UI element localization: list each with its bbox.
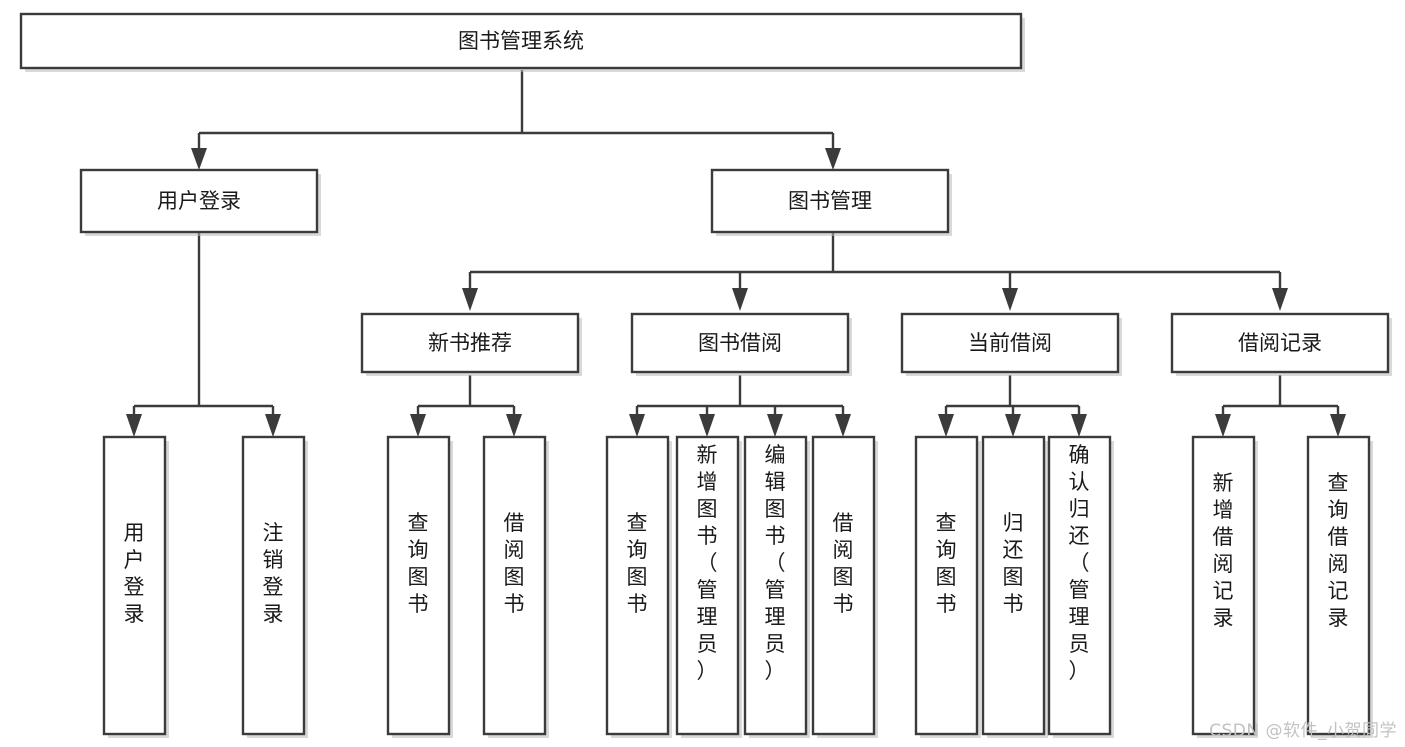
arrowhead-user-login bbox=[191, 148, 207, 170]
node-leaf-confirm-return-rect[interactable] bbox=[1047, 435, 1112, 736]
node-leaf-query-book-3-label: 查询图书 bbox=[936, 511, 957, 616]
node-leaf-logout[interactable]: 注销登录 bbox=[241, 435, 308, 738]
node-book-borrow[interactable]: 图书借阅 bbox=[630, 312, 852, 376]
node-user-login[interactable]: 用户登录 bbox=[79, 168, 321, 236]
node-leaf-user-login-label: 用户登录 bbox=[124, 521, 145, 626]
node-leaf-query-book-3-rect[interactable] bbox=[914, 435, 979, 736]
node-leaf-add-book-rect[interactable] bbox=[675, 435, 740, 736]
node-root-rect[interactable] bbox=[19, 12, 1023, 70]
node-leaf-borrow-book-2-label: 借阅图书 bbox=[833, 511, 854, 616]
node-leaf-borrow-book-2-rect[interactable] bbox=[811, 435, 876, 736]
node-leaf-return-book-label: 归还图书 bbox=[1003, 511, 1024, 616]
node-borrow-record-rect[interactable] bbox=[1170, 312, 1390, 374]
node-book-borrow-rect[interactable] bbox=[630, 312, 850, 374]
arrowhead-borrow-record bbox=[1272, 288, 1288, 311]
node-borrow-record-label: 借阅记录 bbox=[1238, 331, 1322, 355]
node-leaf-add-record[interactable]: 新增借阅记录 bbox=[1191, 435, 1258, 738]
arrowhead-book-manage bbox=[825, 148, 841, 170]
node-leaf-query-book-2-rect[interactable] bbox=[605, 435, 670, 736]
node-leaf-query-book-1-label: 查询图书 bbox=[408, 511, 429, 616]
node-current-borrow-rect[interactable] bbox=[900, 312, 1120, 374]
node-borrow-record[interactable]: 借阅记录 bbox=[1170, 312, 1392, 376]
arrowhead-leaf-return-book bbox=[1005, 414, 1021, 437]
node-leaf-logout-label: 注销登录 bbox=[263, 521, 284, 626]
arrowhead-current-borrow bbox=[1002, 288, 1018, 311]
node-book-manage[interactable]: 图书管理 bbox=[710, 168, 952, 236]
node-leaf-user-login[interactable]: 用户登录 bbox=[102, 435, 169, 738]
arrowhead-leaf-user-login bbox=[126, 414, 142, 437]
node-leaf-query-book-1-rect[interactable] bbox=[386, 435, 451, 736]
node-leaf-add-record-label: 新增借阅记录 bbox=[1213, 471, 1234, 630]
node-leaf-edit-book-label: 编辑图书（管理员） bbox=[765, 443, 786, 683]
node-leaf-query-book-2[interactable]: 查询图书 bbox=[605, 435, 672, 738]
node-book-borrow-label: 图书借阅 bbox=[698, 331, 782, 355]
node-leaf-edit-book-rect[interactable] bbox=[743, 435, 808, 736]
arrowhead-leaf-query-book-2 bbox=[629, 414, 645, 437]
node-new-book-rec[interactable]: 新书推荐 bbox=[360, 312, 582, 376]
node-leaf-confirm-return-label: 确认归还（管理员） bbox=[1069, 443, 1090, 683]
node-new-book-rec-label: 新书推荐 bbox=[428, 331, 512, 355]
node-root[interactable]: 图书管理系统 bbox=[19, 12, 1025, 72]
node-leaf-borrow-book-1[interactable]: 借阅图书 bbox=[482, 435, 549, 738]
arrowhead-leaf-add-book bbox=[699, 414, 715, 437]
node-root-label: 图书管理系统 bbox=[458, 29, 584, 53]
node-book-manage-rect[interactable] bbox=[710, 168, 950, 234]
arrowhead-new-book-rec bbox=[462, 288, 478, 311]
csdn-watermark: CSDN @软件_小贺同学 bbox=[1209, 721, 1397, 741]
node-new-book-rec-rect[interactable] bbox=[360, 312, 580, 374]
node-user-login-rect[interactable] bbox=[79, 168, 319, 234]
node-leaf-borrow-book-1-label: 借阅图书 bbox=[504, 511, 525, 616]
arrowhead-leaf-confirm-return bbox=[1071, 414, 1087, 437]
arrowhead-book-borrow bbox=[732, 288, 748, 311]
node-leaf-return-book-rect[interactable] bbox=[981, 435, 1046, 736]
node-current-borrow[interactable]: 当前借阅 bbox=[900, 312, 1122, 376]
node-leaf-query-book-2-label: 查询图书 bbox=[627, 511, 648, 616]
node-leaf-logout-rect[interactable] bbox=[241, 435, 306, 736]
node-leaf-edit-book[interactable]: 编辑图书（管理员） bbox=[743, 435, 810, 738]
arrowhead-leaf-query-book-1 bbox=[410, 414, 426, 437]
node-leaf-query-record-rect[interactable] bbox=[1306, 435, 1371, 736]
node-user-login-label: 用户登录 bbox=[157, 189, 241, 213]
node-leaf-borrow-book-2[interactable]: 借阅图书 bbox=[811, 435, 878, 738]
arrowhead-leaf-edit-book bbox=[767, 414, 783, 437]
arrowhead-leaf-borrow-book-1 bbox=[506, 414, 522, 437]
node-leaf-confirm-return[interactable]: 确认归还（管理员） bbox=[1047, 435, 1114, 738]
node-leaf-borrow-book-1-rect[interactable] bbox=[482, 435, 547, 736]
arrowhead-leaf-logout bbox=[265, 414, 281, 437]
node-current-borrow-label: 当前借阅 bbox=[968, 331, 1052, 355]
arrowhead-leaf-query-record bbox=[1330, 414, 1346, 437]
arrowhead-leaf-query-book-3 bbox=[938, 414, 954, 437]
arrowhead-leaf-borrow-book-2 bbox=[835, 414, 851, 437]
leaf-nodes: 用户登录 注销登录 查询图书 借阅图书 查询图书 bbox=[102, 435, 1373, 738]
node-leaf-add-record-rect[interactable] bbox=[1191, 435, 1256, 736]
node-leaf-query-book-1[interactable]: 查询图书 bbox=[386, 435, 453, 738]
node-leaf-query-record-label: 查询借阅记录 bbox=[1328, 471, 1349, 630]
node-book-manage-label: 图书管理 bbox=[788, 189, 872, 213]
node-leaf-return-book[interactable]: 归还图书 bbox=[981, 435, 1048, 738]
node-leaf-add-book-label: 新增图书（管理员） bbox=[697, 443, 718, 683]
node-leaf-query-book-3[interactable]: 查询图书 bbox=[914, 435, 981, 738]
node-leaf-user-login-rect[interactable] bbox=[102, 435, 167, 736]
connectors bbox=[126, 70, 1346, 437]
node-leaf-add-book[interactable]: 新增图书（管理员） bbox=[675, 435, 742, 738]
arrowhead-leaf-add-record bbox=[1215, 414, 1231, 437]
node-leaf-query-record[interactable]: 查询借阅记录 bbox=[1306, 435, 1373, 738]
